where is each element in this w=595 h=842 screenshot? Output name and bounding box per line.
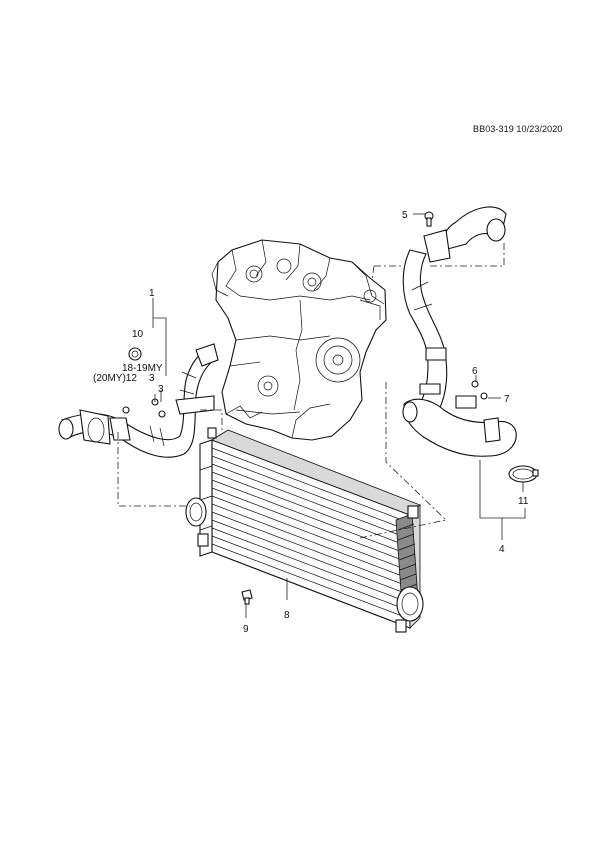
- callout-3-lower: 3: [158, 384, 164, 395]
- left-charge-air-hose-assembly: [58, 343, 219, 458]
- engine-block: [211, 239, 387, 441]
- callout-3-upper: 3: [149, 373, 155, 384]
- right-charge-air-hose-assembly: [402, 206, 517, 457]
- intercooler-radiator: [185, 427, 424, 633]
- callout-leader-lines: [152, 213, 526, 618]
- callout-20my-12: (20MY)12: [93, 373, 137, 384]
- callout-11: 11: [518, 496, 529, 507]
- callout-7: 7: [504, 394, 510, 405]
- callout-10: 10: [132, 329, 144, 340]
- callout-9: 9: [243, 624, 249, 635]
- assembly-guide-lines: [117, 240, 505, 539]
- diagram-reference-code: BB03-319 10/23/2020: [473, 124, 563, 134]
- callout-6: 6: [472, 366, 478, 377]
- callout-5: 5: [402, 210, 408, 221]
- callout-1: 1: [149, 288, 155, 299]
- callout-8: 8: [284, 610, 290, 621]
- bolt-part-9: [241, 589, 253, 605]
- callout-4: 4: [499, 544, 505, 555]
- callout-18-19my: 18-19MY: [122, 363, 163, 374]
- hose-clamp-part-11: [508, 465, 539, 483]
